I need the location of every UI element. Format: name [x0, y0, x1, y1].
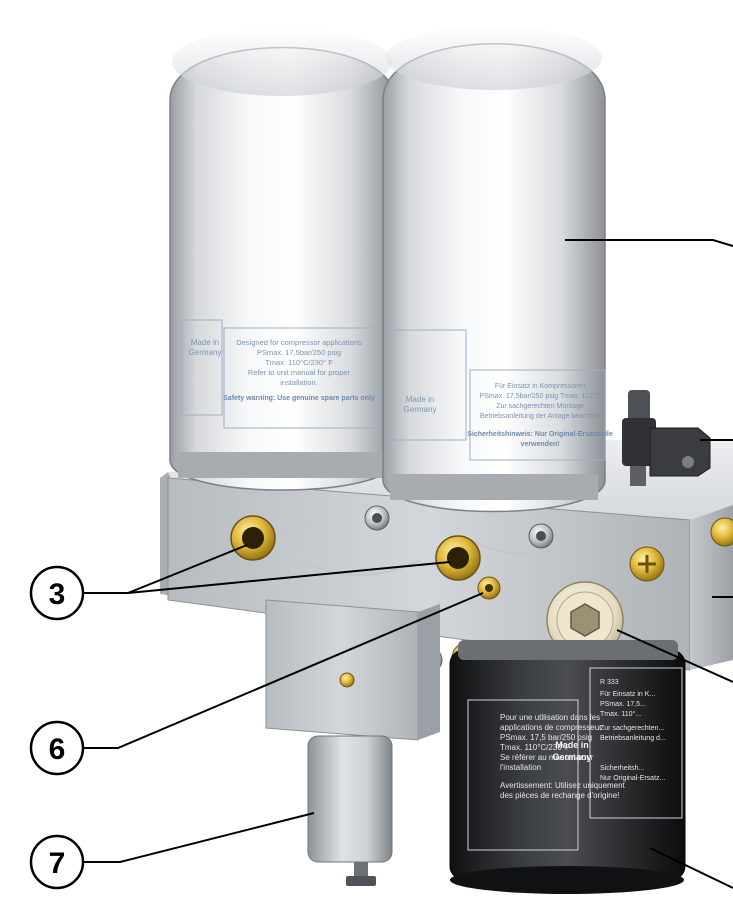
- screw-2: [528, 523, 554, 549]
- oil-left-line-2: applications de compresseur: [500, 723, 602, 732]
- filter-left-line-2: PSmax. 17,5bar/250 psig: [257, 348, 341, 357]
- callout-7-label: 7: [49, 847, 66, 880]
- leader-top-right: [565, 239, 733, 247]
- filter-cartridge-right: [382, 26, 606, 513]
- oil-filter-cartridge: [449, 640, 686, 894]
- oil-right-line-4: Tmax. 110°...: [600, 710, 641, 718]
- filter-right-madein-2: Germany: [404, 405, 437, 414]
- brass-plug-small: [477, 576, 501, 600]
- filter-cartridge-left: [169, 28, 396, 491]
- filter-left-label: Made in Germany Designed for compressor …: [181, 319, 375, 429]
- filter-left-madein-1: Made in: [191, 338, 219, 347]
- oil-right-line-3: PSmax. 17,5...: [600, 701, 646, 708]
- oil-madein-1: Made in: [555, 740, 589, 750]
- callout-6-label: 6: [49, 733, 66, 766]
- oil-right-line-1: R 333: [600, 679, 619, 686]
- callout-3-label: 3: [49, 578, 66, 611]
- oil-right-line-6: Betriebsanleitung d...: [600, 735, 666, 742]
- oil-left-line-5: Se référer au manuel pour: [500, 753, 594, 762]
- brass-cross-plug-right: [629, 546, 665, 582]
- callout-3: 3: [29, 565, 85, 621]
- oil-right-line-2: Für Einsatz in K...: [600, 691, 655, 698]
- solenoid-connector: [622, 390, 711, 486]
- leader-lines: [82, 239, 733, 889]
- filter-left-warning: Safety warning: Use genuine spare parts …: [223, 395, 375, 402]
- oil-right-line-7: Sicherheitsh...: [600, 765, 644, 772]
- brass-fitting-left: [230, 515, 276, 561]
- callout-6: 6: [29, 720, 85, 776]
- filter-left-line-1: Designed for compressor applications: [236, 338, 362, 347]
- oil-left-line-4: Tmax. 110°C/230°F: [500, 743, 570, 752]
- oil-left-line-6: l'installation: [500, 763, 541, 772]
- hex-plug: [546, 581, 624, 659]
- small-filter-housing: [307, 735, 393, 886]
- filter-right-line-3: Zur sachgerechten Montage: [496, 403, 584, 410]
- filter-right-line-2: PSmax. 17,5bar/250 psig Tmax. 110°C: [480, 392, 601, 400]
- filter-left-line-5: installation.: [280, 378, 318, 387]
- filter-right-line-1: Für Einsatz in Kompressoren: [495, 383, 585, 390]
- leader-oil: [649, 847, 733, 889]
- oil-madein-2: Germany: [552, 752, 591, 762]
- leader-3b: [127, 561, 451, 594]
- filter-right-warning-2: verwenden!: [521, 441, 560, 448]
- brass-fitting-right: [710, 517, 733, 547]
- oil-left-line-8: des pièces de rechange d'origine!: [500, 791, 619, 800]
- oil-right-line-5: Zur sachgerechten...: [600, 725, 664, 732]
- leader-6: [82, 592, 484, 749]
- valve-block: [265, 599, 440, 741]
- brass-fitting-center: [435, 535, 481, 581]
- oil-left-line-7: Avertissement: Utilisez uniquement: [500, 781, 626, 790]
- leader-hex: [616, 629, 733, 683]
- filter-right-line-4: Betriebsanleitung der Anlage beachten: [480, 413, 600, 420]
- filter-left-line-3: Tmax. 110°C/230° F: [265, 358, 333, 367]
- filter-left-line-4: Refer to unit manual for proper: [248, 368, 351, 377]
- callout-7: 7: [29, 834, 85, 890]
- leader-7: [82, 812, 315, 863]
- filter-right-madein-1: Made in: [406, 395, 434, 404]
- oil-left-line-1: Pour une utilisation dans les: [500, 713, 600, 722]
- screw-1: [364, 505, 390, 531]
- oil-right-line-8: Nur Original-Ersatz...: [600, 775, 665, 782]
- oil-left-line-3: PSmax. 17,5 bar/250 psig: [500, 733, 592, 742]
- oil-filter-label: Pour une utilisation dans les applicatio…: [467, 667, 683, 851]
- filter-right-label: Made in Germany Für Einsatz in Kompresso…: [391, 329, 613, 461]
- filter-right-warning: Sicherheitshinweis: Nur Original-Ersatzt…: [467, 431, 613, 438]
- filter-left-madein-2: Germany: [189, 348, 222, 357]
